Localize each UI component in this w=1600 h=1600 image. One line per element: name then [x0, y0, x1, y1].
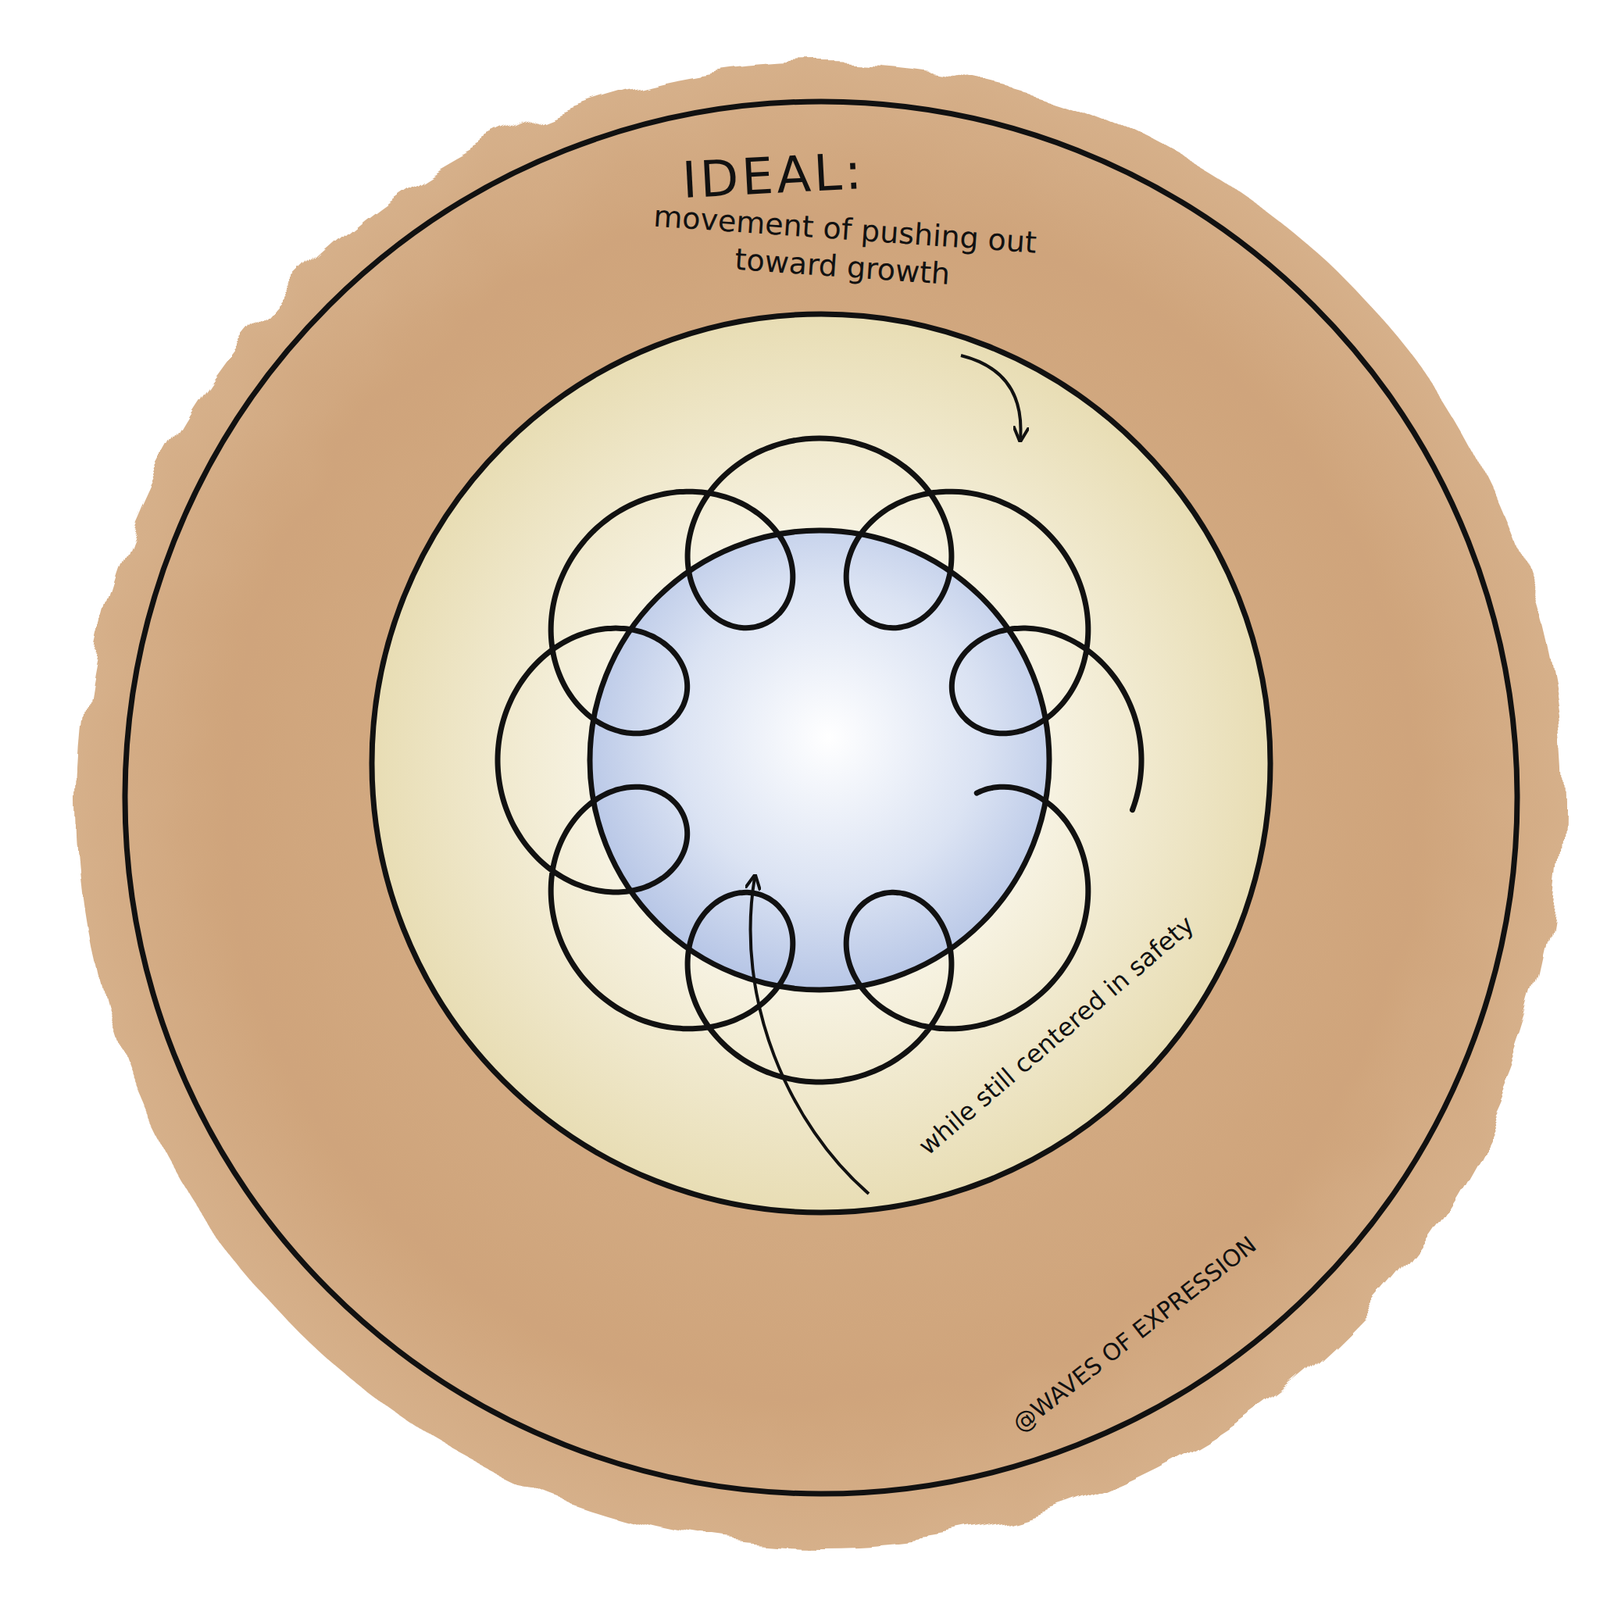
inner-ring [589, 530, 1050, 990]
outer-ring [125, 101, 1518, 1494]
arrow-growth [960, 355, 1021, 440]
loop-line [497, 438, 1142, 1083]
title: IDEAL: [680, 142, 866, 210]
arrow-safety [750, 877, 869, 1194]
loop-path [497, 438, 1142, 1083]
middle-ring [371, 314, 1271, 1213]
brown-wash [78, 62, 1564, 1547]
